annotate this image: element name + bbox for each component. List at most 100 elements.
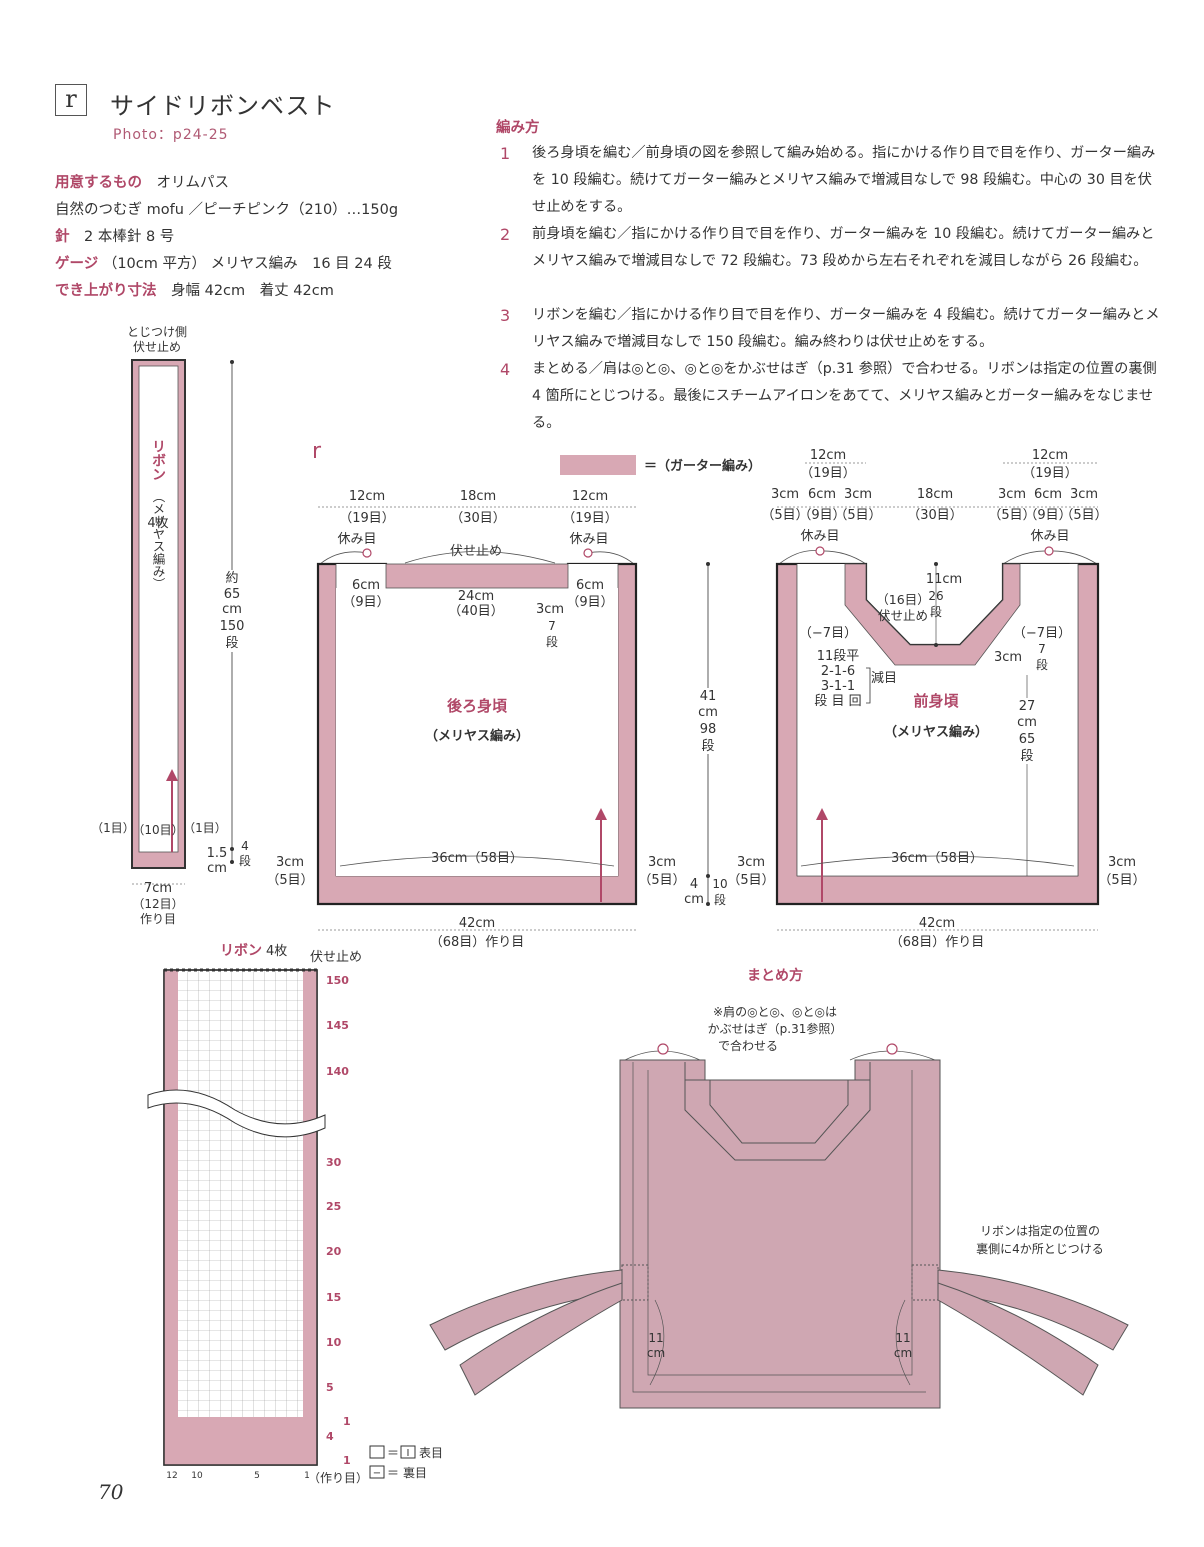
front-neck-bind: 伏せ止め [878, 608, 928, 623]
front-dec-label: 減目 [871, 670, 897, 686]
assembly-length-right: 11 [895, 1331, 910, 1345]
front-body-stitch: （メリヤス編み） [884, 724, 988, 740]
front-top-right-sts: （19目） [1022, 466, 1078, 481]
chart-col-label: 10 [191, 1471, 203, 1481]
back-height-rows: 98 [700, 722, 717, 737]
front-top-left-cm: 12cm [810, 448, 846, 463]
legend-purl-symbol: − [373, 1468, 381, 1479]
front-edge-cm: 3cm [994, 650, 1022, 665]
photo-reference: Photo：p24-25 [113, 127, 229, 143]
chart-row-label: 10 [326, 1336, 342, 1349]
back-side-left-cm: 3cm [276, 855, 304, 870]
front-bottom-inner: 36cm（58目） [891, 851, 983, 866]
front-dec-left: （−7目） [799, 626, 857, 641]
chart-bindoff: 伏せ止め [310, 950, 362, 965]
back-neck-cm: 3cm [536, 602, 564, 617]
ribbon-edge-left: （1目） [91, 821, 135, 835]
yarn-brand: オリムパス [156, 175, 230, 191]
chart-row-label: 5 [326, 1381, 334, 1394]
back-edge-left-sts: （9目） [342, 595, 389, 610]
back-garter-cm: 4 [690, 877, 698, 892]
front-dec-rule-3: 3-1-1 [821, 679, 855, 694]
back-mid-cm: 18cm [460, 489, 496, 504]
pattern-letter: r [55, 84, 87, 116]
legend-knit-symbol: I [407, 1448, 410, 1459]
front-sub3-sts: （5目） [834, 508, 881, 523]
front-top-left-sts: （19目） [800, 466, 856, 481]
legend-knit-eq: ＝ [387, 1446, 399, 1460]
yarn-detail: 自然のつむぎ mofu ／ピーチピンク（210）…150g [55, 202, 399, 218]
ribbon-count: 4枚 [147, 516, 168, 531]
back-right-cm: 12cm [572, 489, 608, 504]
back-left-cm: 12cm [349, 489, 385, 504]
materials-block: 用意するもの オリムパス 自然のつむぎ mofu ／ピーチピンク（210）…15… [55, 170, 495, 305]
chart-row-label: 150 [326, 974, 349, 987]
page-title: サイドリボンベスト [110, 92, 336, 120]
front-dec-rule-head: 段 目 回 [814, 694, 861, 709]
ribbon-schematic: とじつけ側 伏せ止め リボン 4枚 （メリヤス編み） 約 65 cm 150 段… [91, 325, 251, 926]
ribbon-length-rows: 150 [220, 619, 245, 634]
ribbon-length-cm-unit: cm [222, 602, 242, 617]
legend-purl-label: 裏目 [403, 1465, 427, 1480]
front-body-rows: 65 [1019, 732, 1036, 747]
method-heading: 編み方 [496, 120, 540, 136]
chart-row-label: 30 [326, 1156, 342, 1169]
back-body-stitch: （メリヤス編み） [425, 728, 529, 744]
front-body-cm-unit: cm [1017, 715, 1037, 730]
gauge-label: ゲージ [55, 256, 99, 272]
needle-label: 針 [55, 229, 70, 245]
front-dec-right: （−7目） [1013, 626, 1071, 641]
ribbon-top-note: とじつけ側 [127, 325, 187, 339]
front-side-left-sts: （5目） [727, 873, 774, 888]
chart-row-label: 15 [326, 1291, 341, 1304]
front-sub1-right: 3cm [998, 487, 1026, 502]
back-mid-sts: （30目） [450, 511, 506, 526]
ribbon-edge-right: （1目） [183, 821, 227, 835]
front-neck-rows-unit: 段 [930, 604, 942, 619]
chart-col-label: 1 [304, 1471, 310, 1481]
front-neck-bind-sts: （16目） [876, 592, 929, 607]
back-right-sts: （19目） [562, 511, 618, 526]
front-edge-rows-unit: 段 [1036, 657, 1048, 672]
assembly-diagram: まとめ方 ※肩の◎と◎、◎と◎は かぶせはぎ（p.31参照） で合わせる 11 … [429, 967, 1129, 1409]
chart-row-label: 145 [326, 1019, 349, 1032]
back-edge-right-cm: 6cm [576, 578, 604, 593]
chart-cast-on: （作り目） [308, 1471, 368, 1485]
chart-row-label: 25 [326, 1200, 341, 1213]
assembly-note-1: ※肩の◎と◎、◎と◎は [713, 1004, 837, 1019]
page-number: 70 [98, 1480, 124, 1504]
back-neck-rows: 7 [548, 619, 556, 633]
back-neck-rows-unit: 段 [546, 634, 558, 649]
legend-purl-eq: ＝ [387, 1466, 399, 1480]
front-top-right-cm: 12cm [1032, 448, 1068, 463]
ribbon-name: リボン [150, 439, 166, 481]
front-sub1-sts: （5目） [761, 508, 808, 523]
chart-row-label: 140 [326, 1065, 349, 1078]
front-width-sts: （68目）作り目 [890, 935, 985, 950]
ribbon-edge-mid: （10目） [132, 823, 183, 837]
front-side-left-cm: 3cm [737, 855, 765, 870]
chart-col-label: 5 [254, 1471, 260, 1481]
front-side-right-sts: （5目） [1098, 873, 1145, 888]
garter-legend-label: ＝（ガーター編み） [644, 458, 761, 474]
front-sub3s-right: （5目） [1060, 508, 1107, 523]
back-inner-sts: （40目） [448, 604, 504, 619]
ribbon-bindoff-note: 伏せ止め [133, 340, 181, 354]
ribbon-width-cm: 7cm [144, 881, 172, 896]
back-garter-rows-unit: 段 [714, 892, 726, 907]
gauge-value: （10cm 平方） メリヤス編み 16 目 24 段 [102, 256, 392, 272]
front-sub1s-right: （5目） [988, 508, 1035, 523]
back-height-cm: 41 [700, 689, 717, 704]
front-dec-rule-1: 11段平 [817, 649, 860, 664]
assembly-length-left-unit: cm [647, 1346, 665, 1360]
assembly-ribbon-note-2: 裏側に4か所とじつける [976, 1241, 1104, 1256]
ribbon-stitch: （メリヤス編み） [151, 490, 166, 590]
back-garter-rows: 10 [712, 877, 727, 891]
back-height-rows-unit: 段 [701, 739, 714, 754]
chart-count: 4枚 [266, 944, 287, 959]
front-neck-cm: 11cm [926, 572, 962, 587]
back-height-cm-unit: cm [698, 705, 718, 720]
back-side-right-sts: （5目） [638, 873, 685, 888]
